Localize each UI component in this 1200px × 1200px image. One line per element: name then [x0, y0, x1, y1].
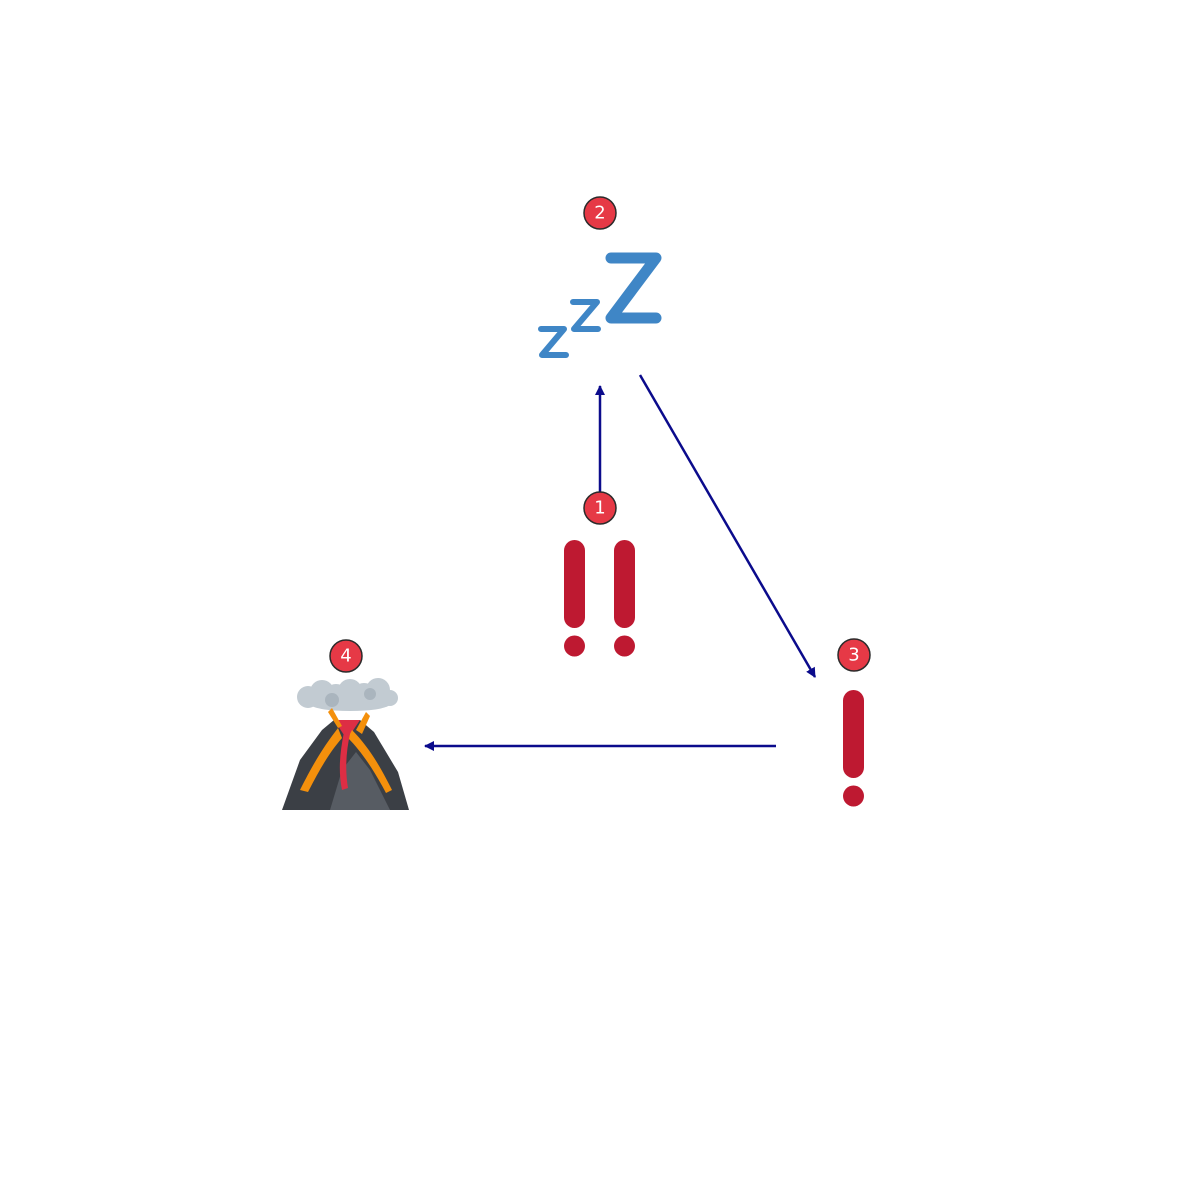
volcano-icon: [282, 678, 409, 810]
node-1-badge-label: 1: [594, 498, 605, 519]
node-3-badge: 3: [837, 638, 871, 672]
node-1-badge: 1: [583, 491, 617, 525]
exclamation-icon: [843, 690, 864, 807]
node-2-badge: 2: [583, 196, 617, 230]
double-exclamation-icon: [564, 540, 635, 657]
node-2-badge-label: 2: [594, 203, 605, 224]
zzz-sleep-icon: [538, 252, 662, 358]
node-4-badge: 4: [329, 639, 363, 673]
edge-2-to-3-arrow: [638, 374, 817, 678]
node-4-badge-label: 4: [340, 646, 351, 667]
node-3-badge-label: 3: [848, 645, 859, 666]
